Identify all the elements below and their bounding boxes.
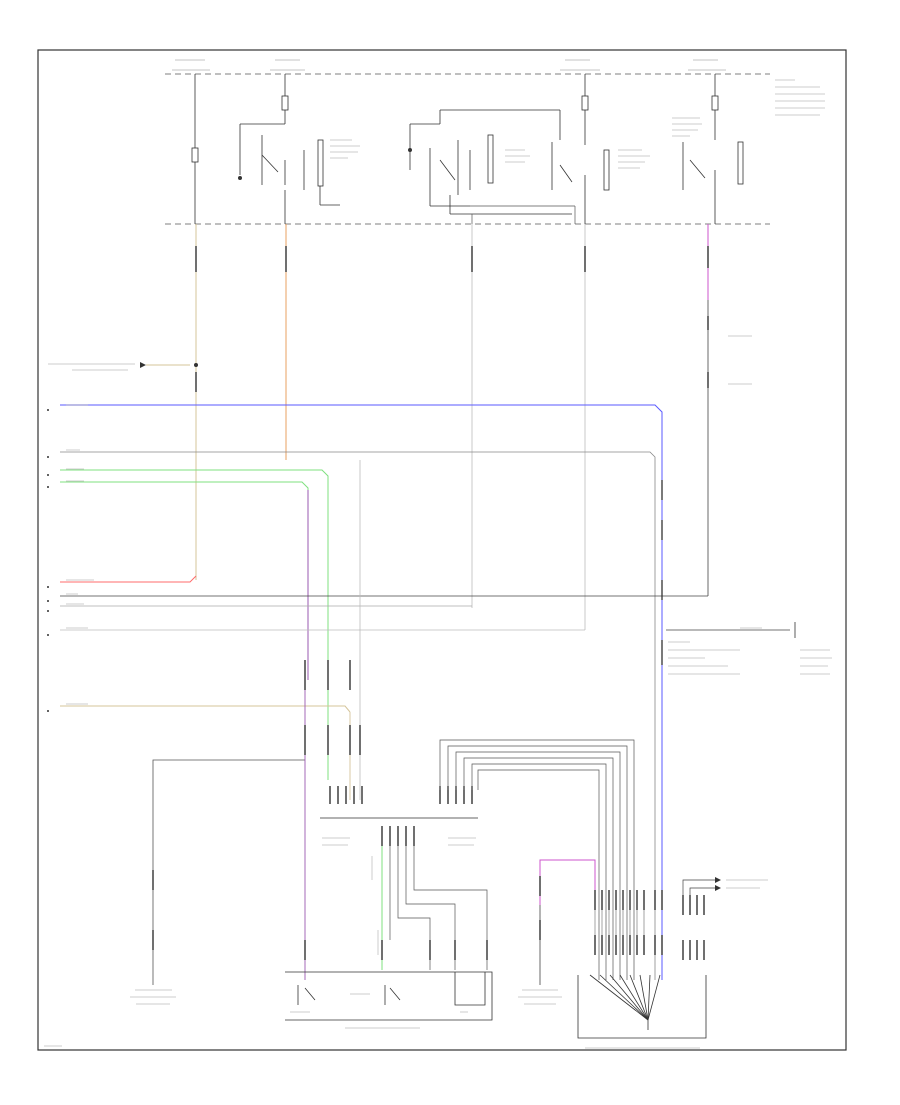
- bottom-pins-center: [381, 826, 415, 846]
- door-lock-module-labels: [290, 993, 468, 1029]
- bundle-right: [439, 739, 635, 980]
- fuse-header-marks: [172, 59, 726, 71]
- relay-2-coil-dots: [408, 148, 412, 152]
- ground-left-label: [130, 989, 176, 1005]
- fuse-panel-note: [775, 79, 825, 116]
- central-module-pins-left: [329, 786, 363, 804]
- diagram-frame: [37, 49, 847, 1051]
- fuse-4: [711, 95, 719, 111]
- wire-green-1: [60, 469, 329, 780]
- wire-tan-horizontal: [60, 705, 351, 713]
- door-lock-module: [285, 971, 493, 1021]
- door-switch-stubs: [381, 940, 488, 960]
- fuse-2: [281, 95, 289, 111]
- left-connector-dots: [47, 409, 49, 712]
- central-module-labels: [322, 837, 476, 846]
- far-right-arrows: [682, 877, 768, 895]
- relay-3: [551, 110, 610, 224]
- wire-gray-down-left: [152, 759, 305, 985]
- relay-1-coil-dots: [238, 176, 242, 180]
- right-reference: [666, 622, 832, 675]
- connector-stubs: [195, 246, 709, 392]
- wire-blue: [60, 404, 663, 980]
- far-right-connectors: [682, 895, 705, 960]
- door-switch-wires: [389, 846, 488, 970]
- relay-bus: [470, 205, 576, 224]
- fuse-1: [191, 147, 199, 163]
- wire-magenta-lower: [539, 859, 596, 905]
- right-module-wires: [594, 910, 645, 935]
- relay-1: [239, 110, 340, 224]
- wire-red: [60, 575, 197, 583]
- switch-labels-right: [728, 335, 752, 385]
- relay-4-label: [672, 117, 702, 137]
- right-door-module: [577, 974, 707, 1039]
- relay-4: [682, 110, 744, 224]
- green-lower-label: [371, 856, 379, 955]
- relay-2: [409, 109, 572, 215]
- wire-green-2: [60, 481, 309, 670]
- left-connector-labels: [66, 404, 94, 705]
- fuse-feeds: [194, 74, 716, 224]
- relay-2-label: [505, 149, 530, 163]
- relay-3-label: [618, 149, 650, 169]
- ground-right-label: [518, 989, 562, 1005]
- wire-gray-horizontal: [60, 451, 656, 980]
- relay-1-label: [330, 139, 360, 159]
- fuse-3: [581, 95, 589, 111]
- right-module-pins: [594, 890, 663, 955]
- lower-stubs-left: [304, 660, 361, 960]
- left-reference: [48, 362, 198, 371]
- fuse-panel-boundary: [165, 73, 770, 225]
- fuses: [191, 95, 719, 163]
